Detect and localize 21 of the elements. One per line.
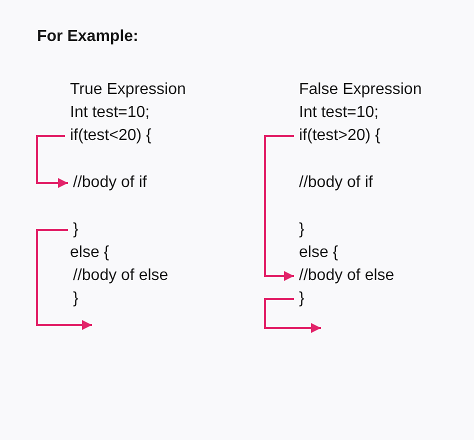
code-line: else { [299,243,338,263]
code-line: } [73,289,78,309]
code-line: Int test=10; [70,103,150,123]
flow-arrow [264,298,321,333]
column-heading: False Expression [299,80,422,100]
code-line: } [68,220,80,240]
code-line: //body of else [294,266,396,286]
code-line: Int test=10; [299,103,379,123]
code-line: if(test>20) { [294,126,382,146]
flow-arrow [36,229,92,330]
title-text: For Example: [37,27,138,47]
code-line: //body of else [73,266,168,286]
code-line: } [294,289,306,309]
flow-arrow [36,135,68,188]
code-line: if(test<20) { [65,126,154,146]
flow-arrow [264,135,294,281]
code-line: else { [70,243,110,263]
code-line: } [299,220,304,240]
column-heading: True Expression [70,80,186,100]
code-line: //body of if [299,173,373,193]
code-line: //body of if [68,173,149,193]
